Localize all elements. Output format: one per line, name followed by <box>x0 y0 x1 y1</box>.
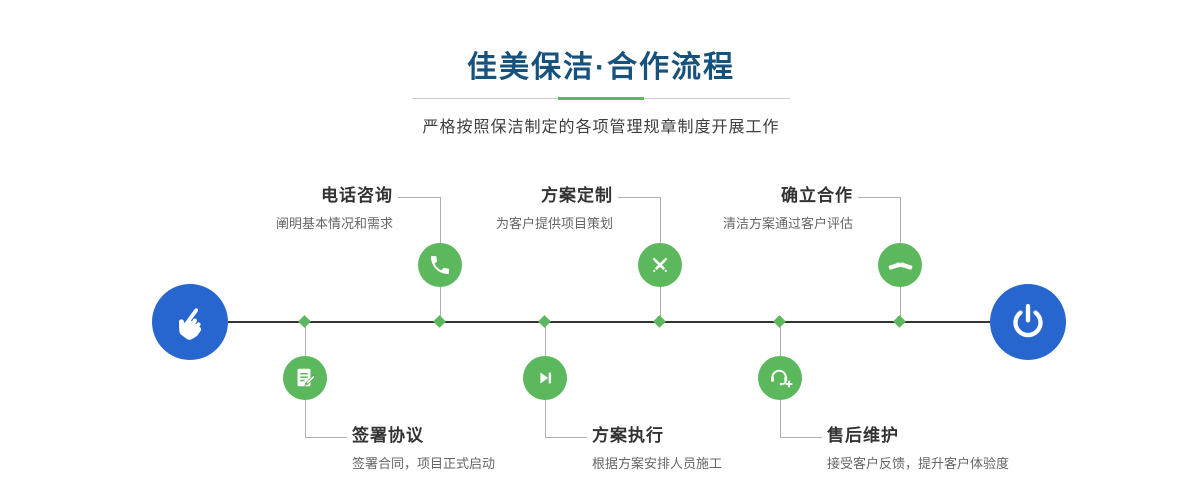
timeline-diamond <box>653 315 666 328</box>
step-node-phone <box>418 243 462 287</box>
step-desc: 签署合同，项目正式启动 <box>352 456 496 471</box>
step-text-aftersales: 售后维护 接受客户反馈，提升客户体验度 <box>827 426 1127 472</box>
header-divider-accent <box>558 97 644 100</box>
contract-icon <box>297 368 316 387</box>
header-divider <box>412 97 790 100</box>
step-title: 确立合作 <box>781 186 853 205</box>
step-title: 售后维护 <box>827 426 899 445</box>
handshake-icon <box>888 261 912 270</box>
step-node-plan <box>638 243 682 287</box>
connector-line <box>398 197 440 198</box>
connector-line <box>545 437 587 438</box>
step-node-aftersales <box>758 356 802 400</box>
timeline-end-node <box>990 284 1066 360</box>
step-title: 电话咨询 <box>321 186 393 205</box>
timeline-diamond <box>893 315 906 328</box>
step-desc: 根据方案安排人员施工 <box>592 456 723 471</box>
timeline-start-node <box>152 284 228 360</box>
power-icon <box>1013 304 1043 338</box>
connector-line <box>780 437 822 438</box>
hand-pointer-icon <box>178 308 202 340</box>
timeline-diamond <box>538 315 551 328</box>
step-title: 签署协议 <box>352 426 424 445</box>
step-desc: 接受客户反馈，提升客户体验度 <box>827 456 1010 471</box>
step-title: 方案执行 <box>592 426 664 445</box>
timeline-diamond <box>433 315 446 328</box>
page-subtitle: 严格按照保洁制定的各项管理规章制度开展工作 <box>422 119 780 136</box>
play-icon <box>540 372 552 384</box>
step-desc: 阐明基本情况和需求 <box>275 216 393 231</box>
step-text-agreement: 签署协议 签署合同，项目正式启动 <box>352 426 652 472</box>
step-desc: 为客户提供项目策划 <box>495 216 613 231</box>
step-node-cooperation <box>878 243 922 287</box>
headset-icon <box>771 369 793 388</box>
timeline-diamond <box>773 315 786 328</box>
step-text-phone: 电话咨询 阐明基本情况和需求 <box>163 186 393 232</box>
step-node-execution <box>523 356 567 400</box>
connector-line <box>305 437 347 438</box>
phone-icon <box>431 256 449 274</box>
step-text-execution: 方案执行 根据方案安排人员施工 <box>592 426 892 472</box>
step-node-agreement <box>283 356 327 400</box>
step-text-cooperation: 确立合作 清洁方案通过客户评估 <box>623 186 853 232</box>
timeline-line <box>228 321 990 323</box>
step-title: 方案定制 <box>541 186 613 205</box>
pen-ruler-icon <box>652 257 668 273</box>
timeline-diamond <box>298 315 311 328</box>
page-title: 佳美保洁·合作流程 <box>467 51 735 84</box>
step-text-plan: 方案定制 为客户提供项目策划 <box>383 186 613 232</box>
step-desc: 清洁方案通过客户评估 <box>722 216 853 231</box>
connector-line <box>858 197 900 198</box>
connector-line <box>618 197 660 198</box>
